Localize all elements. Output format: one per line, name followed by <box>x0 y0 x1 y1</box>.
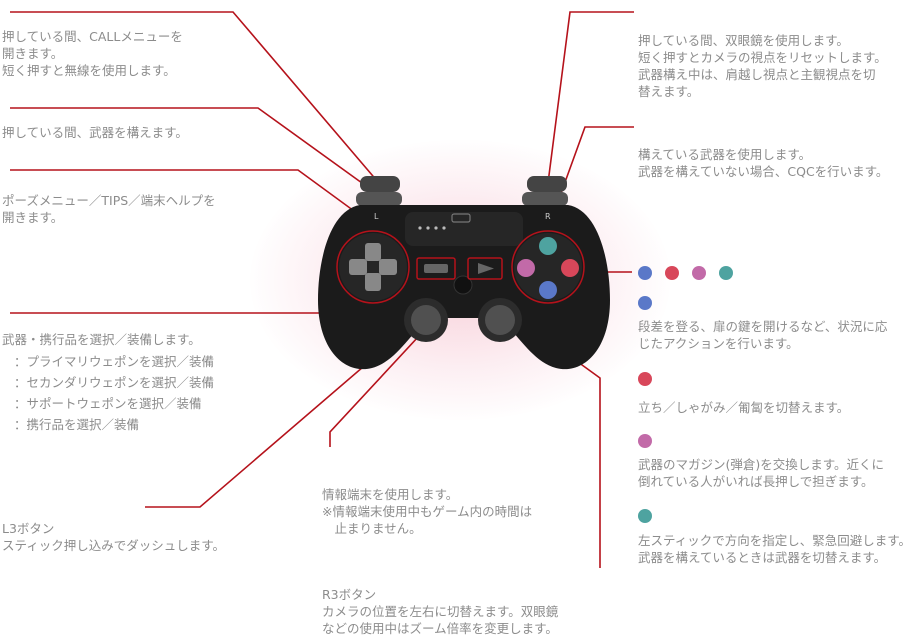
r3-description: R3ボタン カメラの位置を左右に切替えます。双眼鏡 などの使用中はズーム倍率を変… <box>322 587 559 636</box>
l1-button <box>356 192 402 206</box>
cross-description: 段差を登る、扉の鍵を開けるなど、状況に応 じたアクションを行います。 <box>638 319 888 351</box>
triangle-button <box>539 237 557 255</box>
r1-button <box>522 192 568 206</box>
dpad-list: ：プライマリウェポンを選択／装備 ：セカンダリウェポンを選択／装備 ：サポートウ… <box>14 353 214 433</box>
square-legend-icon <box>692 266 706 280</box>
l3-description: L3ボタン スティック押し込みでダッシュします。 <box>2 521 226 553</box>
triangle-icon <box>638 509 652 523</box>
start-description: 情報端末を使用します。 ※情報端末使用中もゲーム内の時間は 止まりません。 <box>322 487 533 536</box>
face-button-legend <box>638 266 733 280</box>
square-button <box>517 259 535 277</box>
cross-button <box>539 281 557 299</box>
dpad-item-down: ：サポートウェポンを選択／装備 <box>14 396 202 411</box>
triangle-legend-icon <box>719 266 733 280</box>
ps-button <box>453 275 473 295</box>
circle-icon <box>638 372 652 386</box>
dpad-item-left: ：携行品を選択／装備 <box>14 417 140 432</box>
cross-icon <box>638 296 652 310</box>
dpad-item-up: ：プライマリウェポンを選択／装備 <box>14 354 215 369</box>
circle-button <box>561 259 579 277</box>
l-label: L <box>374 212 379 221</box>
l1-description: 押している間、武器を構えます。 <box>2 125 188 140</box>
r2-description: 押している間、双眼鏡を使用します。 短く押すとカメラの視点をリセットします。 武… <box>638 33 887 99</box>
circle-legend-icon <box>665 266 679 280</box>
l2-button <box>360 176 400 192</box>
triangle-description: 左スティックで方向を指定し、緊急回避します。 武器を構えているときは武器を切替え… <box>638 533 912 565</box>
cross-legend-icon <box>638 266 652 280</box>
l2-description: 押している間、CALLメニューを 開きます。 短く押すと無線を使用します。 <box>2 29 183 78</box>
start-button <box>478 263 494 274</box>
dpad <box>349 243 397 291</box>
r2-button <box>527 176 567 192</box>
dpad-item-right: ：セカンダリウェポンを選択／装備 <box>14 375 215 390</box>
square-description: 武器のマガジン(弾倉)を交換します。近くに 倒れている人がいれば長押しで担ぎます… <box>638 457 885 489</box>
r1-description: 構えている武器を使用します。 武器を構えていない場合、CQCを行います。 <box>638 147 889 179</box>
circle-description: 立ち／しゃがみ／匍匐を切替えます。 <box>638 400 850 415</box>
select-description: ポーズメニュー／TIPS／端末ヘルプを 開きます。 <box>2 193 216 225</box>
dpad-description: 武器・携行品を選択／装備します。 <box>2 332 201 347</box>
square-icon <box>638 434 652 448</box>
select-button <box>424 264 448 273</box>
controller: L R <box>318 176 610 370</box>
r-label: R <box>545 212 551 221</box>
